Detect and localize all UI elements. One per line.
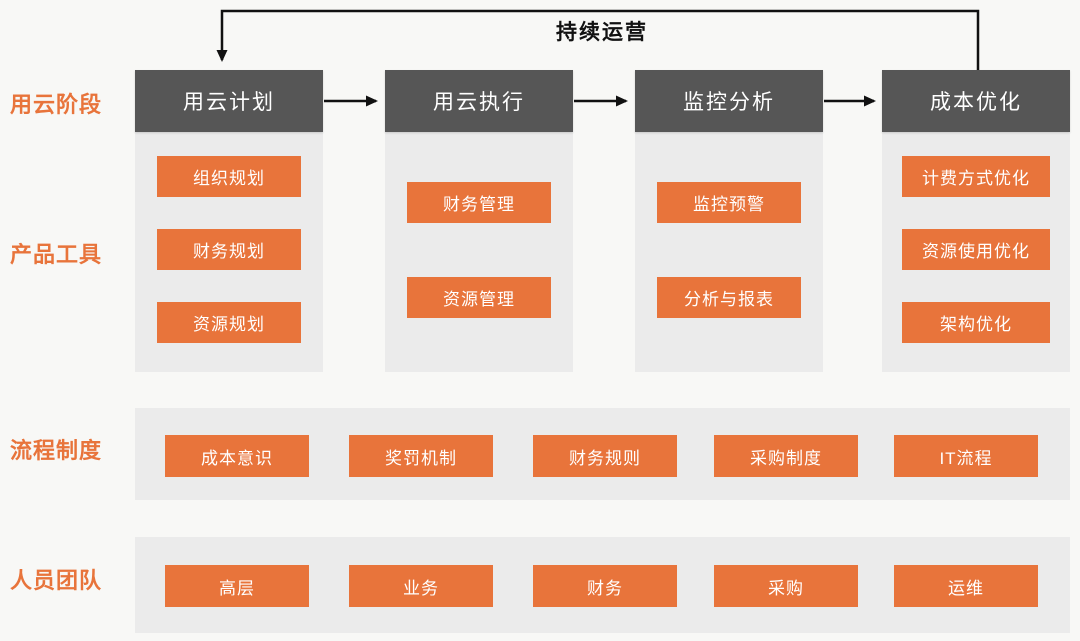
tool-box-resource-optimization: 资源使用优化 <box>902 229 1050 270</box>
process-box-reward-penalty: 奖罚机制 <box>349 435 493 477</box>
team-box-procurement: 采购 <box>714 565 858 607</box>
tool-box-org-planning: 组织规划 <box>157 156 301 197</box>
tool-box-finance-planning: 财务规划 <box>157 229 301 270</box>
stage-title: 用云计划 <box>183 91 275 114</box>
stage-title: 监控分析 <box>683 91 775 114</box>
stage-header-monitor: 监控分析 <box>635 70 823 132</box>
stage-title: 成本优化 <box>930 91 1022 114</box>
tool-box-analysis-report: 分析与报表 <box>657 277 801 318</box>
process-box-it-process: IT流程 <box>894 435 1038 477</box>
process-box-cost-awareness: 成本意识 <box>165 435 309 477</box>
row-label-tools: 产品工具 <box>10 242 103 267</box>
tool-box-resource-mgmt: 资源管理 <box>407 277 551 318</box>
team-box-executives: 高层 <box>165 565 309 607</box>
team-box-finance: 财务 <box>533 565 677 607</box>
row-label-team: 人员团队 <box>10 568 103 593</box>
tool-box-finance-mgmt: 财务管理 <box>407 182 551 223</box>
team-box-business: 业务 <box>349 565 493 607</box>
row-label-stage: 用云阶段 <box>10 92 103 117</box>
tool-box-resource-planning: 资源规划 <box>157 302 301 343</box>
row-label-process: 流程制度 <box>10 438 103 463</box>
stage-column-bg-monitor <box>635 132 823 372</box>
tool-box-arch-optimization: 架构优化 <box>902 302 1050 343</box>
stage-column-bg-execute <box>385 132 573 372</box>
process-box-finance-rules: 财务规则 <box>533 435 677 477</box>
stage-title: 用云执行 <box>433 91 525 114</box>
tool-box-monitor-alert: 监控预警 <box>657 182 801 223</box>
stage-header-optimize: 成本优化 <box>882 70 1070 132</box>
stage-header-execute: 用云执行 <box>385 70 573 132</box>
process-box-procurement-rule: 采购制度 <box>714 435 858 477</box>
team-box-operations: 运维 <box>894 565 1038 607</box>
continuous-operation-label: 持续运营 <box>556 21 648 44</box>
stage-header-plan: 用云计划 <box>135 70 323 132</box>
tool-box-billing-optimization: 计费方式优化 <box>902 156 1050 197</box>
